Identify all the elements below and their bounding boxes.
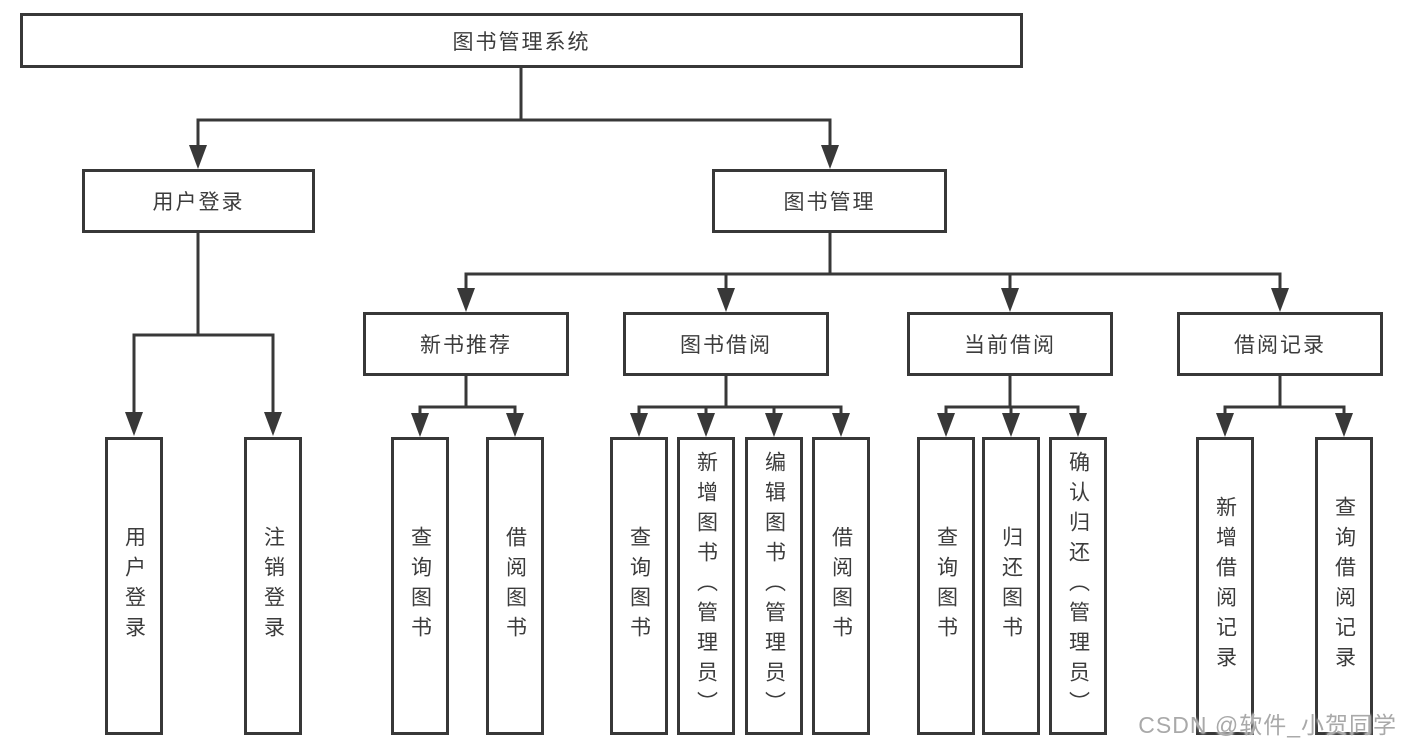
node-edit-book-label: 编辑图书（管理员） (762, 451, 786, 721)
node-return-book-label: 归还图书 (999, 526, 1023, 646)
node-query-book-3-label: 查询图书 (934, 526, 958, 646)
arrow-icon (1216, 413, 1234, 437)
node-book-borrow: 图书借阅 (623, 312, 829, 376)
node-root: 图书管理系统 (20, 13, 1023, 68)
node-query-book-2: 查询图书 (610, 437, 668, 735)
node-user-login-group: 用户登录 (82, 169, 315, 233)
node-return-book: 归还图书 (982, 437, 1040, 735)
node-query-book-2-label: 查询图书 (627, 526, 651, 646)
node-edit-book: 编辑图书（管理员） (745, 437, 803, 735)
node-logout: 注销登录 (244, 437, 302, 735)
arrow-icon (697, 413, 715, 437)
node-query-book-1: 查询图书 (391, 437, 449, 735)
arrow-icon (411, 413, 429, 437)
node-query-book-3: 查询图书 (917, 437, 975, 735)
arrow-icon (506, 413, 524, 437)
arrow-icon (125, 412, 143, 436)
node-add-book: 新增图书（管理员） (677, 437, 735, 735)
arrow-icon (630, 413, 648, 437)
node-logout-label: 注销登录 (261, 526, 285, 646)
node-confirm-return-label: 确认归还（管理员） (1066, 451, 1090, 721)
arrow-icon (832, 413, 850, 437)
node-borrow-record-label: 借阅记录 (1234, 334, 1326, 357)
arrow-icon (1335, 413, 1353, 437)
node-add-book-label: 新增图书（管理员） (694, 451, 718, 721)
arrow-icon (765, 413, 783, 437)
node-borrow-book-1-label: 借阅图书 (503, 526, 527, 646)
connector-borrowrecord-to-children (1223, 376, 1346, 415)
csdn-watermark: CSDN @软件_小贺同学 (1138, 712, 1397, 738)
node-root-label: 图书管理系统 (452, 30, 591, 54)
arrow-icon (821, 145, 839, 169)
node-add-borrow-record-label: 新增借阅记录 (1213, 496, 1237, 676)
node-borrow-book-2: 借阅图书 (812, 437, 870, 735)
connector-bookborrow-to-children (637, 376, 843, 415)
node-user-login: 用户登录 (105, 437, 163, 735)
arrow-icon (1271, 288, 1289, 312)
node-user-login-group-label: 用户登录 (152, 191, 245, 214)
node-current-borrow-label: 当前借阅 (964, 334, 1056, 357)
arrow-icon (457, 288, 475, 312)
node-confirm-return: 确认归还（管理员） (1049, 437, 1107, 735)
node-query-book-1-label: 查询图书 (408, 526, 432, 646)
connector-newbookrec-to-children (418, 376, 517, 415)
connector-userlogin-to-children (132, 233, 275, 414)
node-borrow-record: 借阅记录 (1177, 312, 1383, 376)
arrowheads (125, 145, 1353, 437)
node-add-borrow-record: 新增借阅记录 (1196, 437, 1254, 735)
arrow-icon (189, 145, 207, 169)
node-book-mgmt-label: 图书管理 (783, 191, 876, 214)
node-query-borrow-record-label: 查询借阅记录 (1332, 496, 1356, 676)
connector-bookmgmt-to-level3 (464, 233, 1282, 290)
arrow-icon (1001, 288, 1019, 312)
node-book-mgmt: 图书管理 (712, 169, 947, 233)
arrow-icon (1069, 413, 1087, 437)
arrow-icon (264, 412, 282, 436)
node-borrow-book-1: 借阅图书 (486, 437, 544, 735)
node-query-borrow-record: 查询借阅记录 (1315, 437, 1373, 735)
node-new-book-rec-label: 新书推荐 (420, 334, 512, 357)
node-user-login-label: 用户登录 (122, 526, 146, 646)
arrow-icon (937, 413, 955, 437)
node-borrow-book-2-label: 借阅图书 (829, 526, 853, 646)
arrow-icon (1002, 413, 1020, 437)
connector-currentborrow-to-children (944, 376, 1080, 415)
node-current-borrow: 当前借阅 (907, 312, 1113, 376)
arrow-icon (717, 288, 735, 312)
connector-root-to-level2 (196, 68, 832, 147)
node-new-book-rec: 新书推荐 (363, 312, 569, 376)
node-book-borrow-label: 图书借阅 (680, 334, 772, 357)
